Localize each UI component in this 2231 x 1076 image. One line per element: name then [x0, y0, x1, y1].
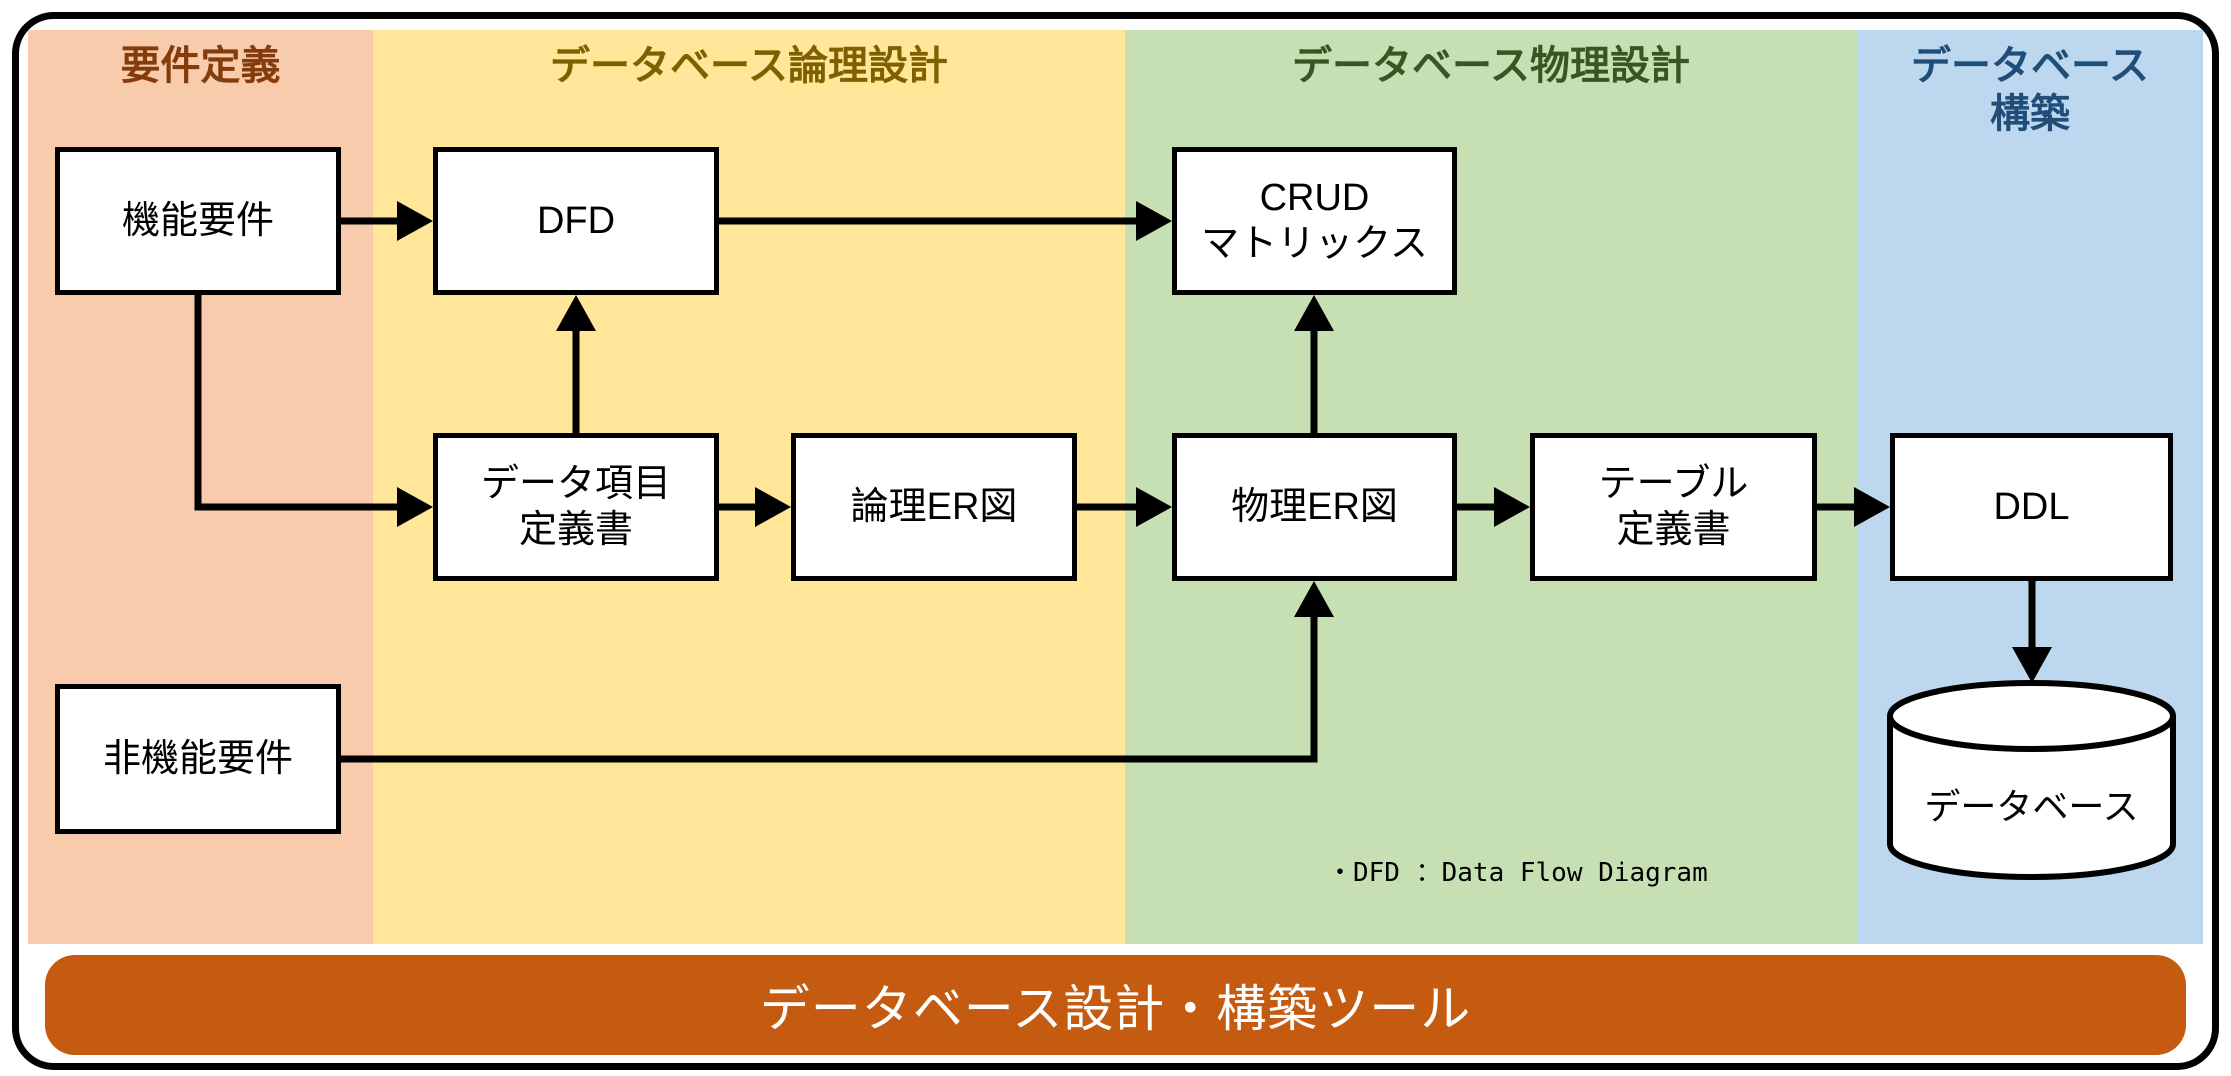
- node-crud-matrix: CRUD マトリックス: [1172, 147, 1457, 295]
- legend-line-crud: ・CRUD：Create Read Update Delete: [1327, 1071, 1859, 1076]
- node-ddl: DDL: [1890, 433, 2173, 581]
- legend-line-dfd: ・DFD ：Data Flow Diagram: [1327, 858, 1708, 888]
- node-dfd: DFD: [433, 147, 719, 295]
- tool-bar-label: データベース設計・構築ツール: [759, 981, 1472, 1037]
- phase-header-construction: データベース 構築: [1911, 44, 2149, 136]
- tool-bar: データベース設計・構築ツール: [45, 955, 2186, 1055]
- phase-header-physical-design: データベース物理設計: [1292, 44, 1690, 88]
- database-cylinder-label: データベース: [1924, 786, 2139, 827]
- node-functional-requirements: 機能要件: [55, 147, 341, 295]
- node-physical-er-diagram: 物理ER図: [1172, 433, 1457, 581]
- node-table-definition: テーブル 定義書: [1530, 433, 1817, 581]
- phase-header-logical-design: データベース論理設計: [550, 44, 948, 88]
- phase-header-requirements: 要件定義: [120, 44, 281, 88]
- node-data-item-definition: データ項目 定義書: [433, 433, 719, 581]
- node-non-functional-requirements: 非機能要件: [55, 684, 341, 834]
- node-logical-er-diagram: 論理ER図: [791, 433, 1077, 581]
